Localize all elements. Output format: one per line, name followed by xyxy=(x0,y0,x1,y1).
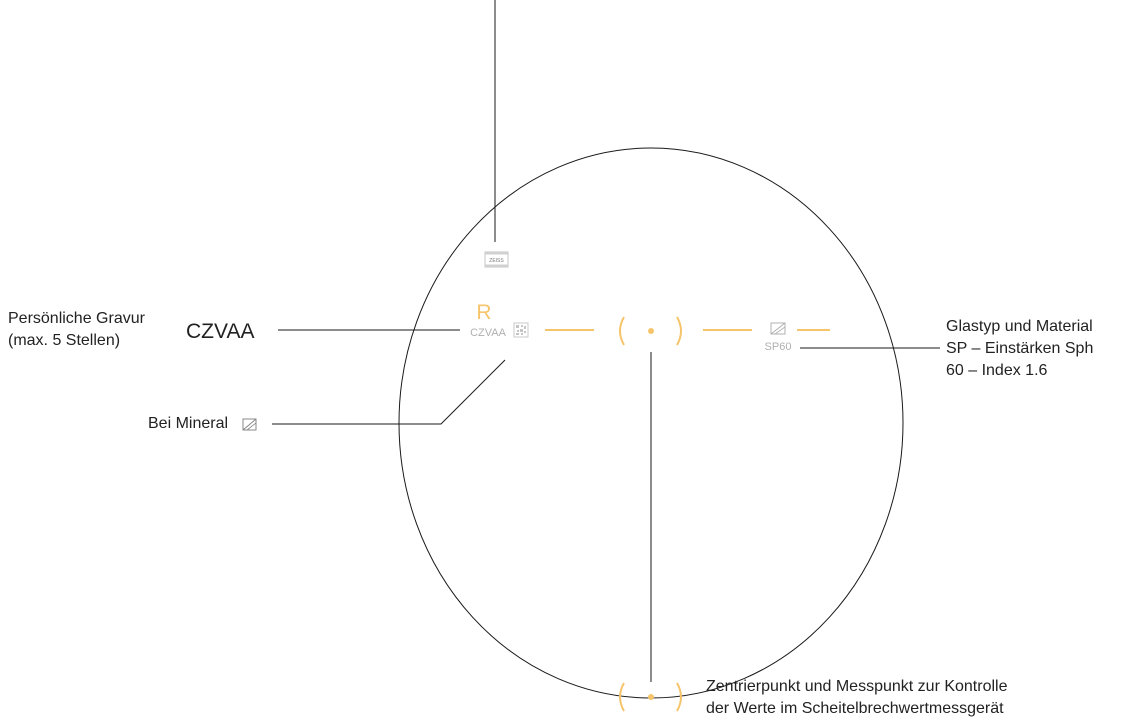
lens-type-label: Glastyp und Material SP – Einstärken Sph… xyxy=(946,316,1093,382)
centering-label: Zentrierpunkt und Messpunkt zur Kontroll… xyxy=(706,676,1007,720)
centering-legend-icon xyxy=(619,682,682,712)
centering-mark-icon xyxy=(619,316,682,346)
material-symbol-icon xyxy=(770,322,786,335)
mineral-leader-line xyxy=(272,359,506,425)
engraving-sample: CZVAA xyxy=(186,320,255,343)
engraving-label: Persönliche Gravur (max. 5 Stellen) xyxy=(8,308,145,352)
zeiss-logo-text: ZEISS xyxy=(489,258,504,264)
zeiss-logo-icon: ZEISS xyxy=(484,251,509,268)
engraving-label-line1: Persönliche Gravur xyxy=(8,310,145,327)
centering-label-line1: Zentrierpunkt und Messpunkt zur Kontroll… xyxy=(706,678,1008,695)
centering-label-line2: der Werte im Scheitelbrechwertmessgerät xyxy=(706,700,1004,717)
material-code-text: SP60 xyxy=(765,341,792,353)
lens-type-line2: SP – Einstärken Sph xyxy=(946,340,1094,357)
engraving-label-line2: (max. 5 Stellen) xyxy=(8,332,121,349)
side-marker-r: R xyxy=(476,301,491,324)
lens-type-line3: 60 – Index 1.6 xyxy=(946,362,1048,379)
mineral-label: Bei Mineral xyxy=(148,415,229,432)
datamatrix-icon xyxy=(513,322,529,338)
lens-type-line1: Glastyp und Material xyxy=(946,318,1093,335)
mineral-symbol-icon xyxy=(242,418,257,431)
lens-engraving-text: CZVAA xyxy=(470,327,507,339)
